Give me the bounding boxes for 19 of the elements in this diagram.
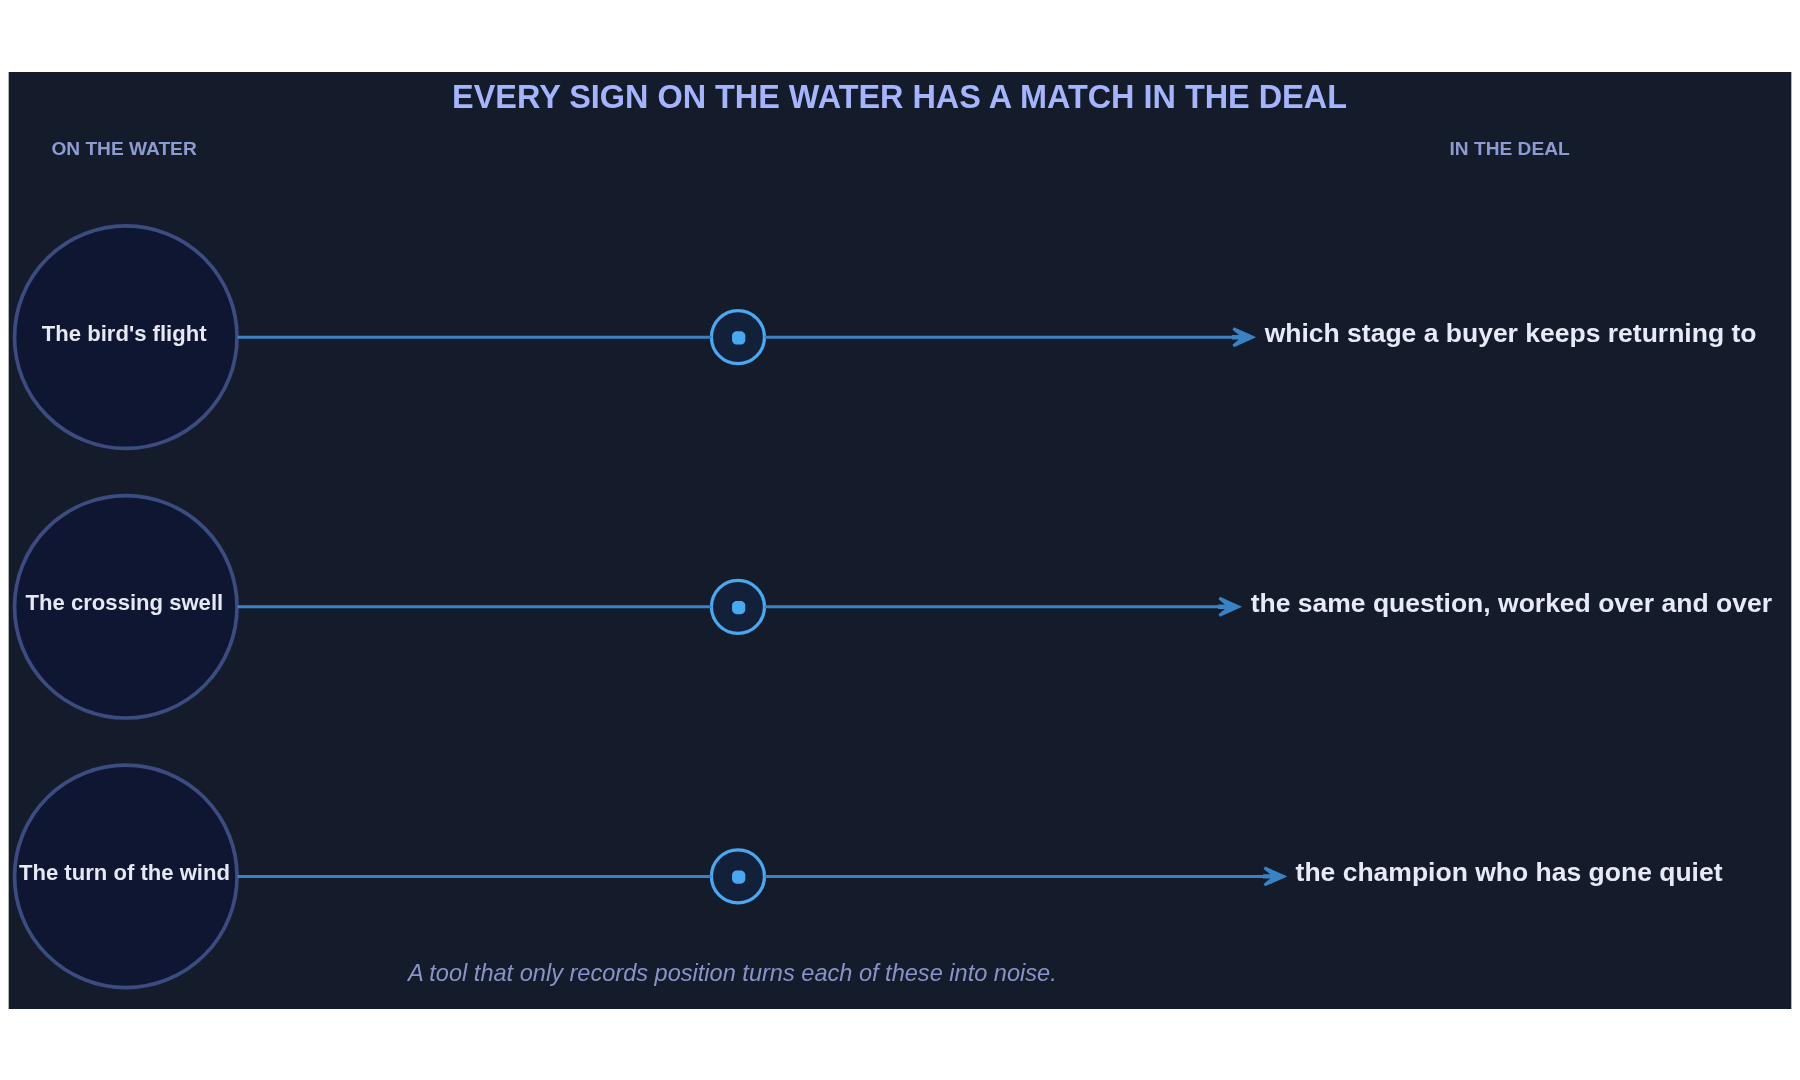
arrow	[764, 596, 1241, 617]
connector	[237, 874, 712, 878]
node-circle	[709, 308, 767, 365]
label: IN THE DEAL	[1449, 137, 1570, 159]
node-text: the same question, worked over and over	[1250, 587, 1772, 618]
node-circle	[709, 847, 767, 905]
label: ON THE WATER	[51, 137, 197, 159]
connector	[237, 604, 712, 608]
diagram-title: EVERY SIGN ON THE WATER HAS A MATCH IN THE DEAL	[452, 78, 1347, 115]
arrow	[764, 865, 1286, 886]
caption: A tool that only records position turns each of these into noise.	[407, 959, 1057, 986]
connector	[237, 335, 712, 339]
node-text: the champion who has gone quiet	[1295, 856, 1723, 887]
arrow	[764, 326, 1255, 347]
node-circle: The turn of the wind	[12, 762, 239, 989]
node-circle	[709, 578, 767, 635]
node-circle: The bird's flight	[12, 223, 239, 450]
node-circle: The crossing swell	[12, 493, 239, 720]
node-text: which stage a buyer keeps returning to	[1264, 317, 1757, 348]
